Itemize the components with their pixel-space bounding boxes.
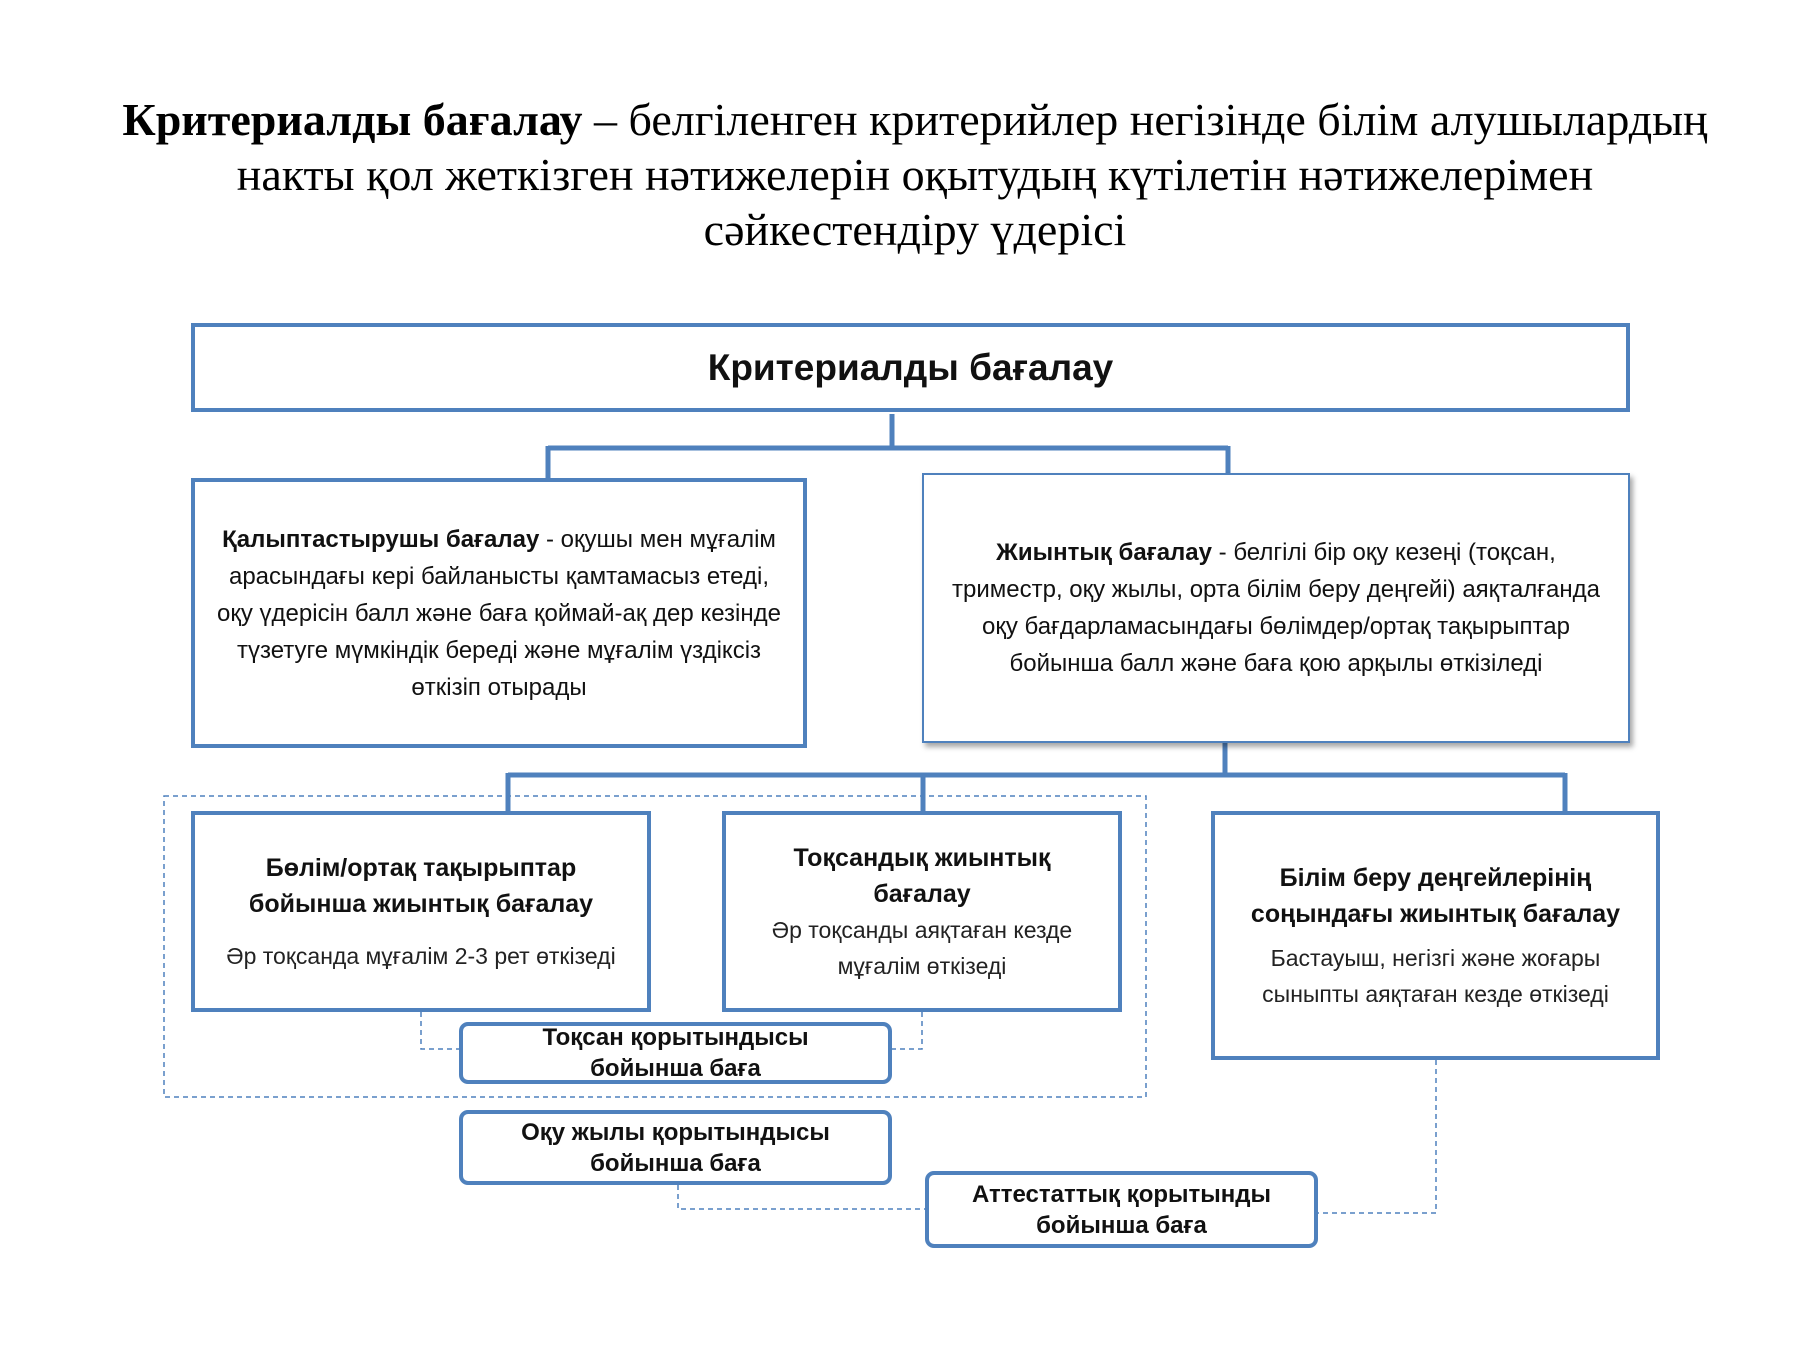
quarter-grade-label: Тоқсан қорытындысы бойынша баға [542,1024,809,1082]
heading-definition: – белгіленген критерийлер негізінде білі… [236,94,1708,255]
year-grade-label: Оқу жылы қорытындысы бойынша баға [521,1118,830,1177]
formative-term: Қалыптастырушы бағалау [222,525,540,553]
quarter-grade-box: Тоқсан қорытындысы бойынша баға [459,1022,892,1084]
summative-description: Жиынтық бағалау - белгілі бір оқу кезеңі… [924,534,1628,682]
term-to-quarter-line [891,1012,923,1050]
page-heading: Критериалды бағалау – белгіленген критер… [120,92,1710,257]
summative-text: - белгілі бір оқу кезеңі (тоқсан, тримес… [952,539,1600,677]
heading-term: Критериалды бағалау [122,94,583,145]
attestation-grade-label: Аттестаттық қорытынды бойынша баға [972,1180,1271,1239]
formative-description: Қалыптастырушы бағалау - оқушы мен мұғал… [195,521,803,706]
formative-text: - оқушы мен мұғалім арасындағы кері байл… [217,525,781,701]
unit-to-quarter-line [420,1012,463,1050]
unit-summative-note: Әр тоқсанда мұғалім 2-3 рет өткізеді [226,942,616,969]
level-summative-box: Білім беру деңгейлерінің соңындағы жиынт… [1211,811,1660,1060]
level-summative-title: Білім беру деңгейлерінің соңындағы жиынт… [1250,863,1621,928]
year-to-attestation-line [677,1185,929,1210]
level-summative-note: Бастауыш, негізгі және жоғары сыныпты ая… [1262,944,1609,1007]
root-title: Критериалды бағалау [707,346,1114,388]
summative-box: Жиынтық бағалау - белгілі бір оқу кезеңі… [922,473,1630,743]
unit-summative-title: Бөлім/ортақ тақырыптар бойынша жиынтық б… [248,853,594,918]
unit-summative-box: Бөлім/ортақ тақырыптар бойынша жиынтық б… [191,811,651,1012]
term-summative-title: Тоқсандық жиынтық бағалау [793,843,1051,908]
summative-term: Жиынтық бағалау [996,539,1212,566]
year-grade-box: Оқу жылы қорытындысы бойынша баға [459,1110,892,1185]
dashed-group-frame [163,795,1147,1098]
term-summative-box: Тоқсандық жиынтық бағалау Әр тоқсанды ая… [722,811,1122,1012]
summative-connector [505,742,1568,812]
formative-box: Қалыптастырушы бағалау - оқушы мен мұғал… [191,478,807,748]
term-summative-note: Әр тоқсанды аяқтаған кезде мұғалім өткіз… [771,916,1073,979]
attestation-grade-box: Аттестаттық қорытынды бойынша баға [925,1171,1318,1248]
level-to-attestation-line [1316,1060,1437,1214]
root-connector [545,414,1231,480]
root-box: Критериалды бағалау [191,323,1630,412]
